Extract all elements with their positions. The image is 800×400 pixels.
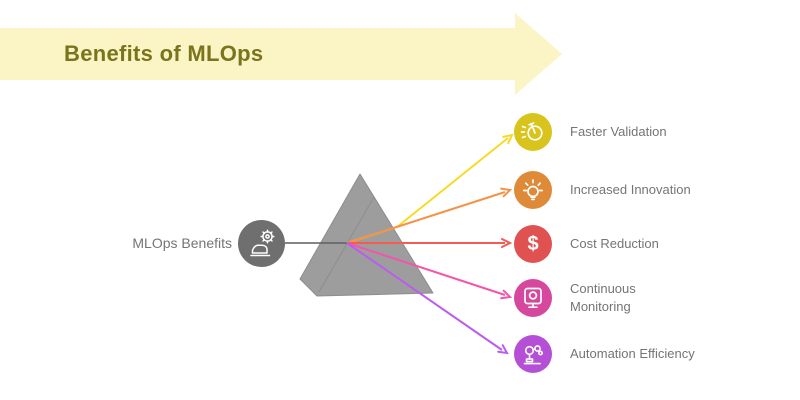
- dollar-glyph: $: [527, 233, 539, 255]
- hub-circle: [238, 220, 285, 267]
- robot-arm-icon: [514, 335, 552, 373]
- dollar-icon: $: [514, 225, 552, 263]
- benefit-label: Automation Efficiency: [570, 345, 695, 361]
- stopwatch-icon: [514, 113, 552, 151]
- arrowhead-automation-efficiency: [497, 344, 509, 355]
- benefit-label: Continuous Monitoring: [570, 280, 636, 314]
- beam-increased-innovation: [346, 191, 506, 244]
- machine-learning-gear-icon: [250, 229, 275, 257]
- lightbulb-icon: [514, 171, 552, 209]
- benefit-row-cost-reduction: $ Cost Reduction: [514, 225, 696, 263]
- hub-label: MLOps Benefits: [132, 235, 232, 251]
- beam-automation-efficiency: [346, 242, 503, 351]
- arrowhead-cost-reduction: [501, 238, 513, 248]
- benefit-label: Increased Innovation: [570, 181, 691, 197]
- benefit-row-automation-efficiency: Automation Efficiency: [514, 335, 696, 373]
- page-title: Benefits of MLOps: [64, 41, 264, 66]
- banner-arrow-head: [515, 13, 562, 95]
- prism-front-edge: [318, 196, 375, 293]
- banner-arrow-body: [0, 28, 515, 80]
- arrowhead-continuous-monitoring: [500, 289, 513, 300]
- benefit-row-increased-innovation: Increased Innovation: [514, 171, 696, 209]
- arrowhead-increased-innovation: [500, 187, 513, 198]
- monitor-icon: [514, 279, 552, 317]
- benefit-label: Faster Validation: [570, 123, 667, 139]
- benefit-row-continuous-monitoring: Continuous Monitoring: [514, 279, 696, 317]
- beam-continuous-monitoring: [346, 242, 506, 296]
- benefit-label: Cost Reduction: [570, 235, 659, 251]
- benefit-row-faster-validation: Faster Validation: [514, 113, 696, 151]
- prism-body: [299, 173, 434, 297]
- arrowhead-faster-validation: [502, 133, 514, 145]
